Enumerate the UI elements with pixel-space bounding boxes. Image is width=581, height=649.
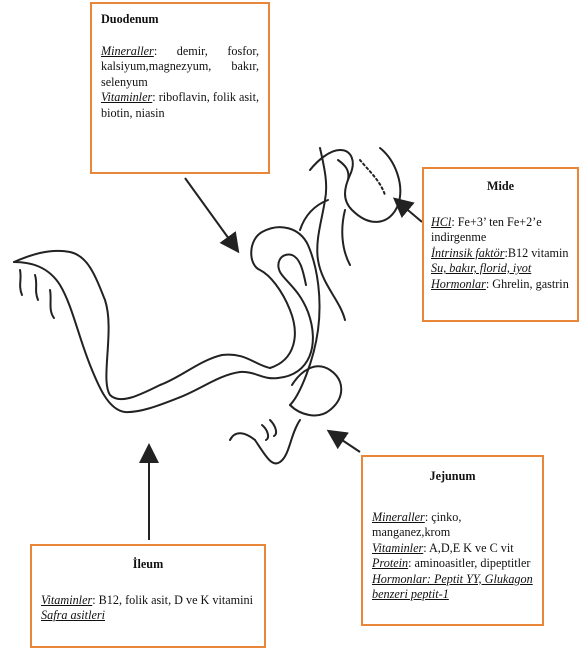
- ileum-outline: [14, 251, 270, 399]
- mide-hcl: HCl: Fe+3’ ten Fe+2’e indirgenme: [431, 215, 570, 246]
- mide-su: Su, bakır, florid, iyot: [431, 261, 570, 277]
- ileum-box: İleum Vitaminler: B12, folik asit, D ve …: [30, 544, 266, 648]
- mide-arrow: [396, 200, 422, 222]
- jejunum-box: Jejunum Mineraller: çinko, manganez,krom…: [361, 455, 544, 626]
- jejunum-arrow: [330, 432, 360, 452]
- ileum-vitamins: Vitaminler: B12, folik asit, D ve K vita…: [41, 593, 255, 609]
- duodenum-minerals: Mineraller: demir, fosfor, kalsiyum,magn…: [101, 44, 259, 91]
- mide-hormones: Hormonlar: Ghrelin, gastrin: [431, 277, 570, 293]
- mide-intrinsic: İntrinsik faktör:B12 vitamin: [431, 246, 570, 262]
- mide-title: Mide: [431, 179, 570, 195]
- duodenum-arrow: [185, 178, 237, 250]
- jejunum-hormones: Hormonlar: Peptit YY, Glukagon benzeri p…: [372, 572, 533, 603]
- jejunum-protein: Protein: aminoasitler, dipeptitler: [372, 556, 533, 572]
- jejunum-minerals: Mineraller: çinko, manganez,krom: [372, 510, 533, 541]
- duodenum-vitamins: Vitaminler: riboflavin, folik asit, biot…: [101, 90, 259, 121]
- ileum-title: İleum: [41, 557, 255, 573]
- mide-box: Mide HCl: Fe+3’ ten Fe+2’e indirgenme İn…: [422, 167, 579, 322]
- duodenum-title: Duodenum: [101, 12, 259, 28]
- jejunum-title: Jejunum: [372, 469, 533, 485]
- jejunum-vitamins: Vitaminler: A,D,E K ve C vit: [372, 541, 533, 557]
- ileum-bile: Safra asitleri: [41, 608, 255, 624]
- duodenum-box: Duodenum Mineraller: demir, fosfor, kals…: [90, 2, 270, 174]
